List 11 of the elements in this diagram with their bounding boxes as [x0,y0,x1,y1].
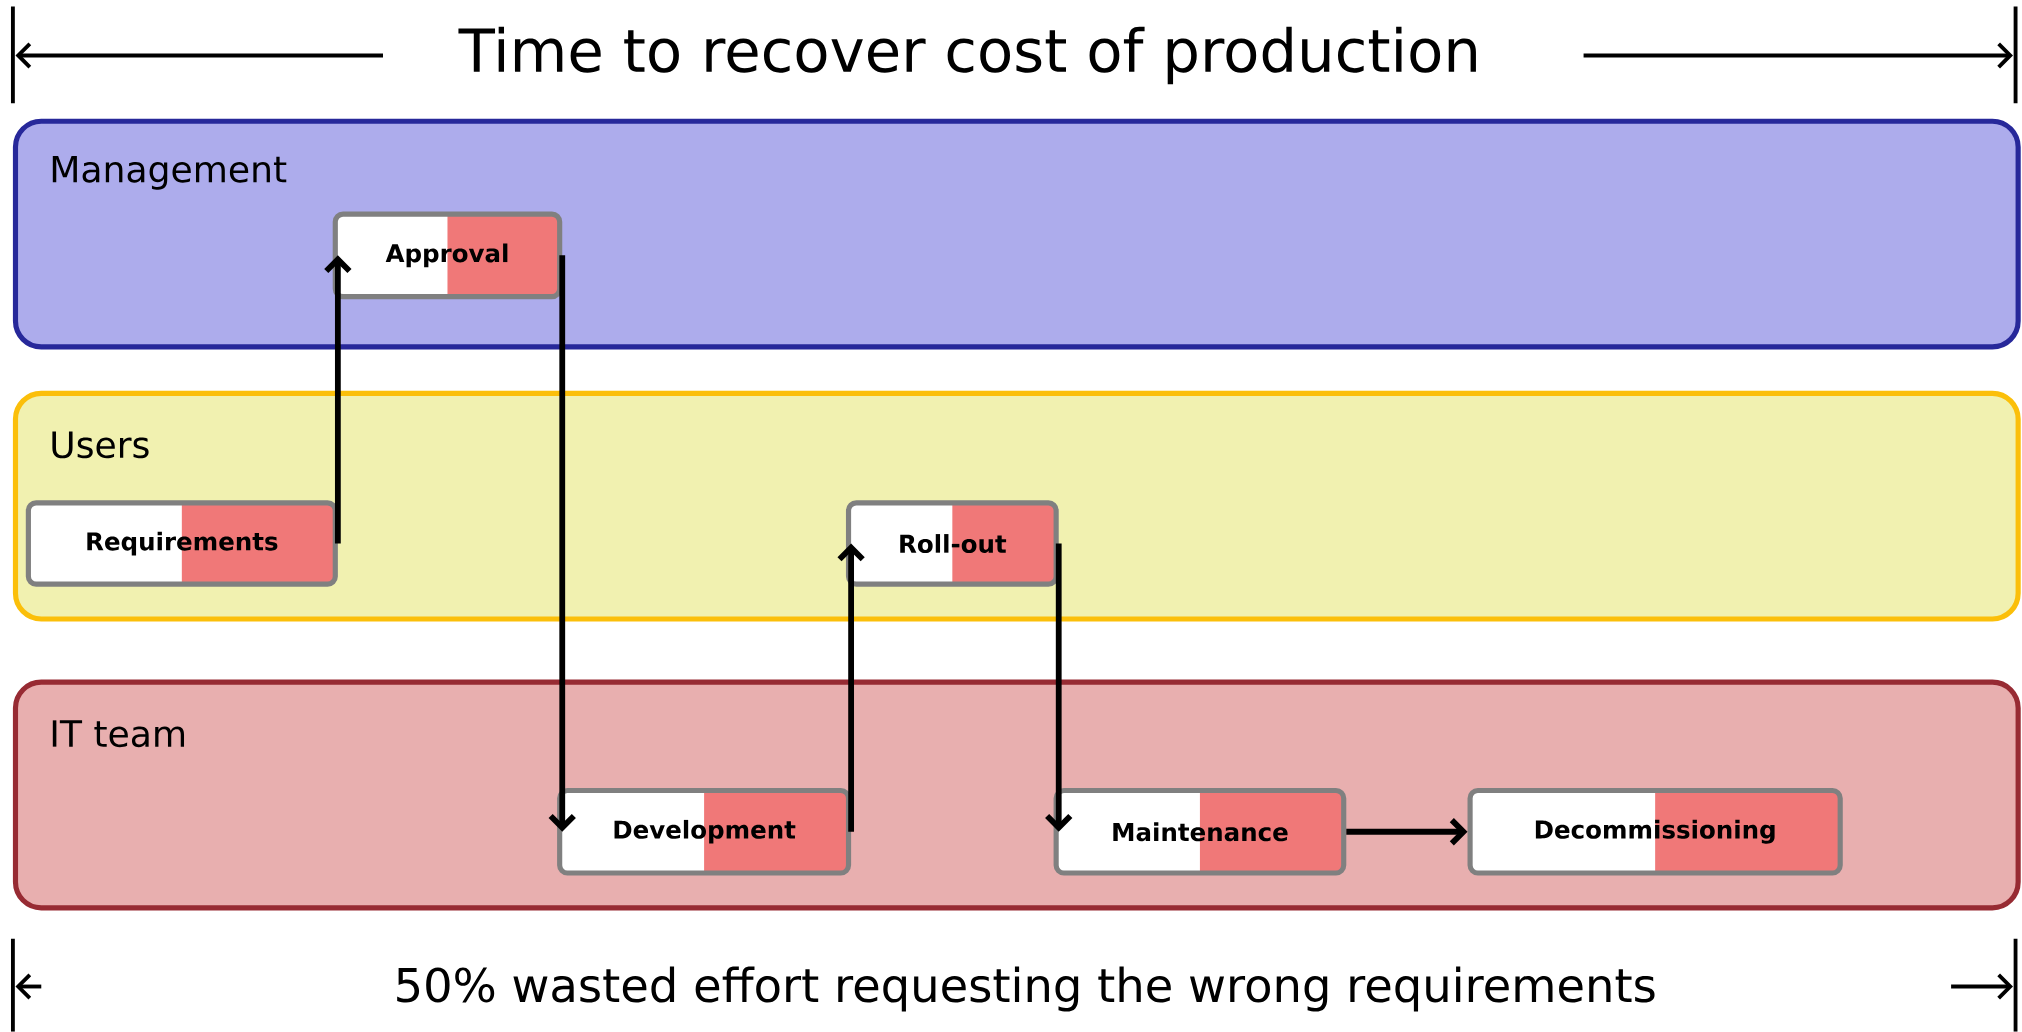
task-box: Approval [332,211,563,300]
dimension-label: Time to recover cost of production [458,26,1476,85]
arrow [1346,818,1468,846]
arrow [548,255,576,832]
arrow [1045,543,1073,832]
arrow [324,255,352,544]
dimension-label: 50% wasted effort requesting the wrong requirements [397,966,1655,1012]
task-box: Development [557,788,852,876]
arrow [837,543,865,832]
task-box: Decommissioning [1467,788,1843,876]
task-box: Roll-out [845,500,1059,587]
